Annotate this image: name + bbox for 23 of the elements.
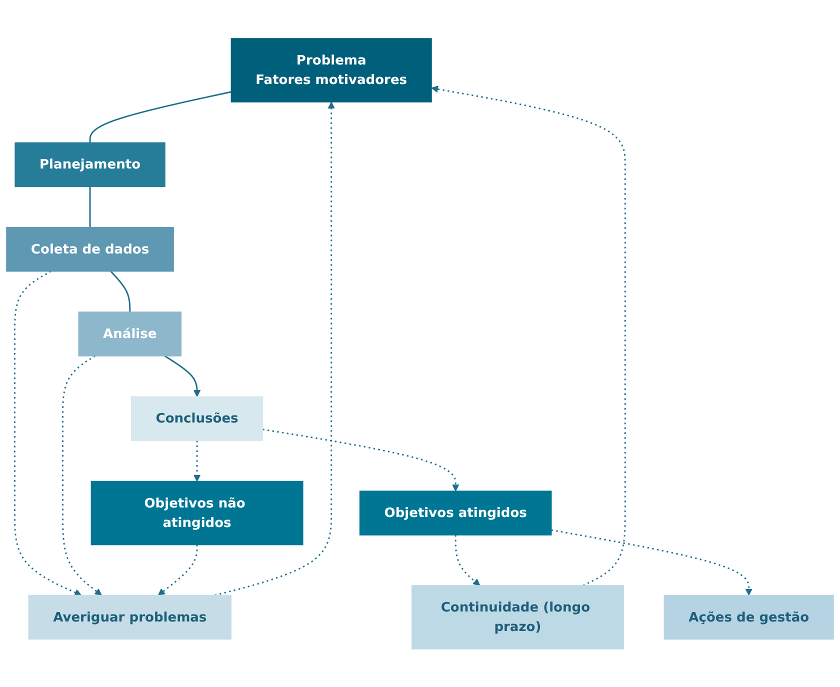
node-box: Problema Fatores motivadores [230, 38, 432, 102]
connector [89, 90, 232, 142]
arrow [551, 529, 752, 596]
arrow [262, 428, 460, 492]
connector [89, 186, 91, 228]
arrow [164, 355, 201, 397]
node-box: Coleta de dados [6, 226, 174, 272]
arrow [62, 355, 102, 596]
arrow [158, 544, 198, 596]
arrow [431, 85, 626, 586]
connector [110, 270, 131, 312]
node-box: Conclusões [130, 396, 264, 441]
node-box: Ações de gestão [664, 594, 834, 640]
arrow [214, 101, 335, 596]
node-box: Planejamento [14, 142, 166, 187]
arrow [14, 270, 82, 596]
node-box: Análise [78, 311, 182, 356]
arrow [454, 534, 480, 586]
node-box: Objetivos não atingidos [90, 480, 304, 545]
node-box: Continuidade (longo prazo) [411, 584, 624, 650]
arrow [193, 440, 201, 482]
node-box: Objetivos atingidos [359, 490, 552, 536]
node-box: Averiguar problemas [28, 594, 232, 640]
